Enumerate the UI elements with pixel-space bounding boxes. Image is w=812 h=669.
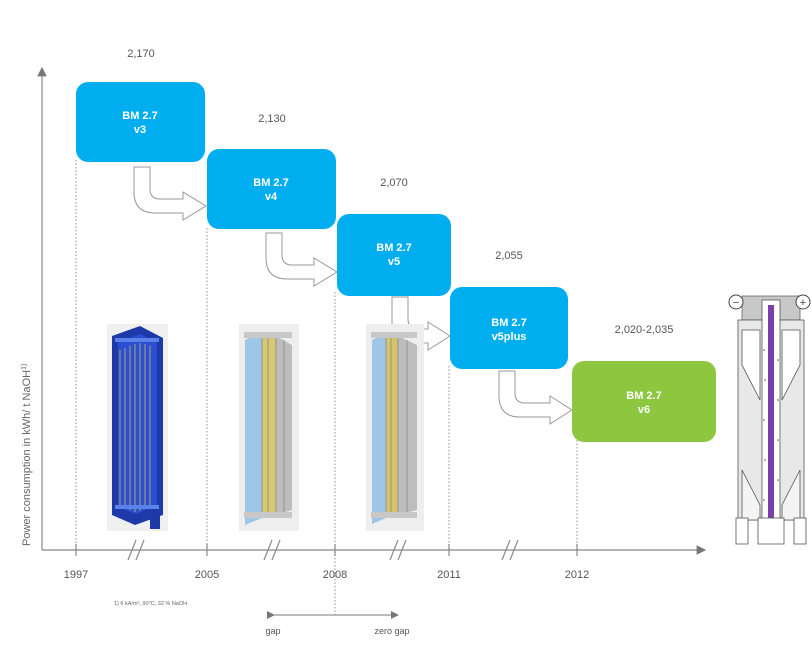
plus-polarity-icon bbox=[795, 294, 811, 310]
y-axis-label: Power consumption in kWh/ t NaOH1) bbox=[21, 364, 33, 546]
svg-text:v3: v3 bbox=[134, 124, 146, 136]
version-box-v4: BM 2.7 v4 bbox=[207, 149, 336, 229]
svg-text:BM 2.7: BM 2.7 bbox=[491, 317, 526, 329]
version-box-v5: BM 2.7 v5 bbox=[337, 214, 451, 296]
consumption-value: 2,055 bbox=[495, 250, 523, 262]
blue-electrolyzer-image bbox=[107, 324, 168, 531]
consumption-value: 2,070 bbox=[380, 177, 408, 189]
version-box-v6: BM 2.7 v6 bbox=[572, 361, 716, 442]
gap-label: gap bbox=[265, 626, 280, 636]
axis-break bbox=[389, 539, 407, 561]
svg-text:v5plus: v5plus bbox=[492, 331, 527, 343]
svg-text:v6: v6 bbox=[638, 404, 650, 416]
consumption-value: 2,130 bbox=[258, 113, 286, 125]
consumption-value: 2,170 bbox=[127, 48, 155, 60]
svg-text:−: − bbox=[733, 297, 739, 309]
axis-break bbox=[127, 539, 145, 561]
footnote: 1) 6 kA/m², 90°C, 32 % NaOH bbox=[114, 601, 187, 607]
svg-text:+: + bbox=[800, 297, 806, 309]
year-label: 2005 bbox=[195, 569, 219, 581]
guide-lines bbox=[75, 160, 578, 615]
axis-break bbox=[501, 539, 519, 561]
version-box-v5plus: BM 2.7 v5plus bbox=[450, 287, 568, 369]
svg-text:BM 2.7: BM 2.7 bbox=[122, 110, 157, 122]
zero-gap-label: zero gap bbox=[374, 626, 409, 636]
gap-cell-image bbox=[239, 324, 299, 531]
minus-polarity-icon bbox=[728, 294, 744, 310]
year-label: 2008 bbox=[323, 569, 347, 581]
svg-text:BM 2.7: BM 2.7 bbox=[253, 177, 288, 189]
year-label: 2012 bbox=[565, 569, 589, 581]
svg-text:BM 2.7: BM 2.7 bbox=[626, 390, 661, 402]
year-label: 1997 bbox=[64, 569, 88, 581]
svg-text:v4: v4 bbox=[265, 191, 278, 203]
v6-schematic-image: − + bbox=[728, 294, 811, 545]
zero-gap-cell-image bbox=[366, 324, 424, 531]
axis-break bbox=[263, 539, 281, 561]
svg-text:v5: v5 bbox=[388, 256, 400, 268]
year-label: 2011 bbox=[437, 569, 461, 581]
consumption-value: 2,020-2,035 bbox=[615, 324, 674, 336]
version-box-v3: BM 2.7 v3 bbox=[76, 82, 205, 162]
svg-text:BM 2.7: BM 2.7 bbox=[376, 242, 411, 254]
